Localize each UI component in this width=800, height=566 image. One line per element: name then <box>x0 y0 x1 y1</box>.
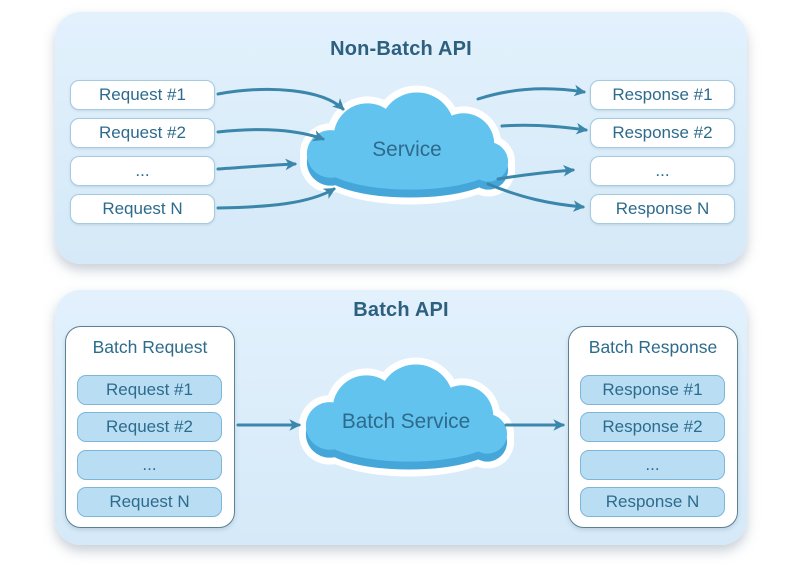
batch-request-item-n: Request N <box>77 487 222 517</box>
response-box-n: Response N <box>590 194 735 224</box>
batch-service-cloud-label: Batch Service <box>342 410 470 433</box>
request-box-1: Request #1 <box>70 80 215 110</box>
batch-response-item-ellipsis: ... <box>580 450 725 480</box>
batch-response-item-1: Response #1 <box>580 375 725 405</box>
response-box-1: Response #1 <box>590 80 735 110</box>
request-box-n: Request N <box>70 194 215 224</box>
batch-response-item-2: Response #2 <box>580 412 725 442</box>
batch-panel: Batch API Batch Request Request #1 Reque… <box>55 290 747 545</box>
non-batch-panel: Non-Batch API Request #1 Request #2 ... … <box>55 12 747 264</box>
response-box-ellipsis: ... <box>590 156 735 186</box>
batch-request-item-2: Request #2 <box>77 412 222 442</box>
request-box-ellipsis: ... <box>70 156 215 186</box>
batch-request-container-title: Batch Request <box>92 337 208 357</box>
batch-panel-title: Batch API <box>353 299 449 321</box>
batch-response-container-title: Batch Response <box>588 337 718 357</box>
service-cloud: Service <box>299 85 516 205</box>
response-box-2: Response #2 <box>590 118 735 148</box>
batch-service-cloud: Batch Service <box>298 357 515 477</box>
request-box-2: Request #2 <box>70 118 215 148</box>
non-batch-panel-title: Non-Batch API <box>330 38 472 60</box>
batch-response-item-n: Response N <box>580 487 725 517</box>
batch-request-item-1: Request #1 <box>77 375 222 405</box>
batch-request-container: Batch Request Request #1 Request #2 ... … <box>65 326 235 528</box>
batch-response-container: Batch Response Response #1 Response #2 .… <box>568 326 738 528</box>
batch-request-item-ellipsis: ... <box>77 450 222 480</box>
service-cloud-label: Service <box>372 138 441 161</box>
